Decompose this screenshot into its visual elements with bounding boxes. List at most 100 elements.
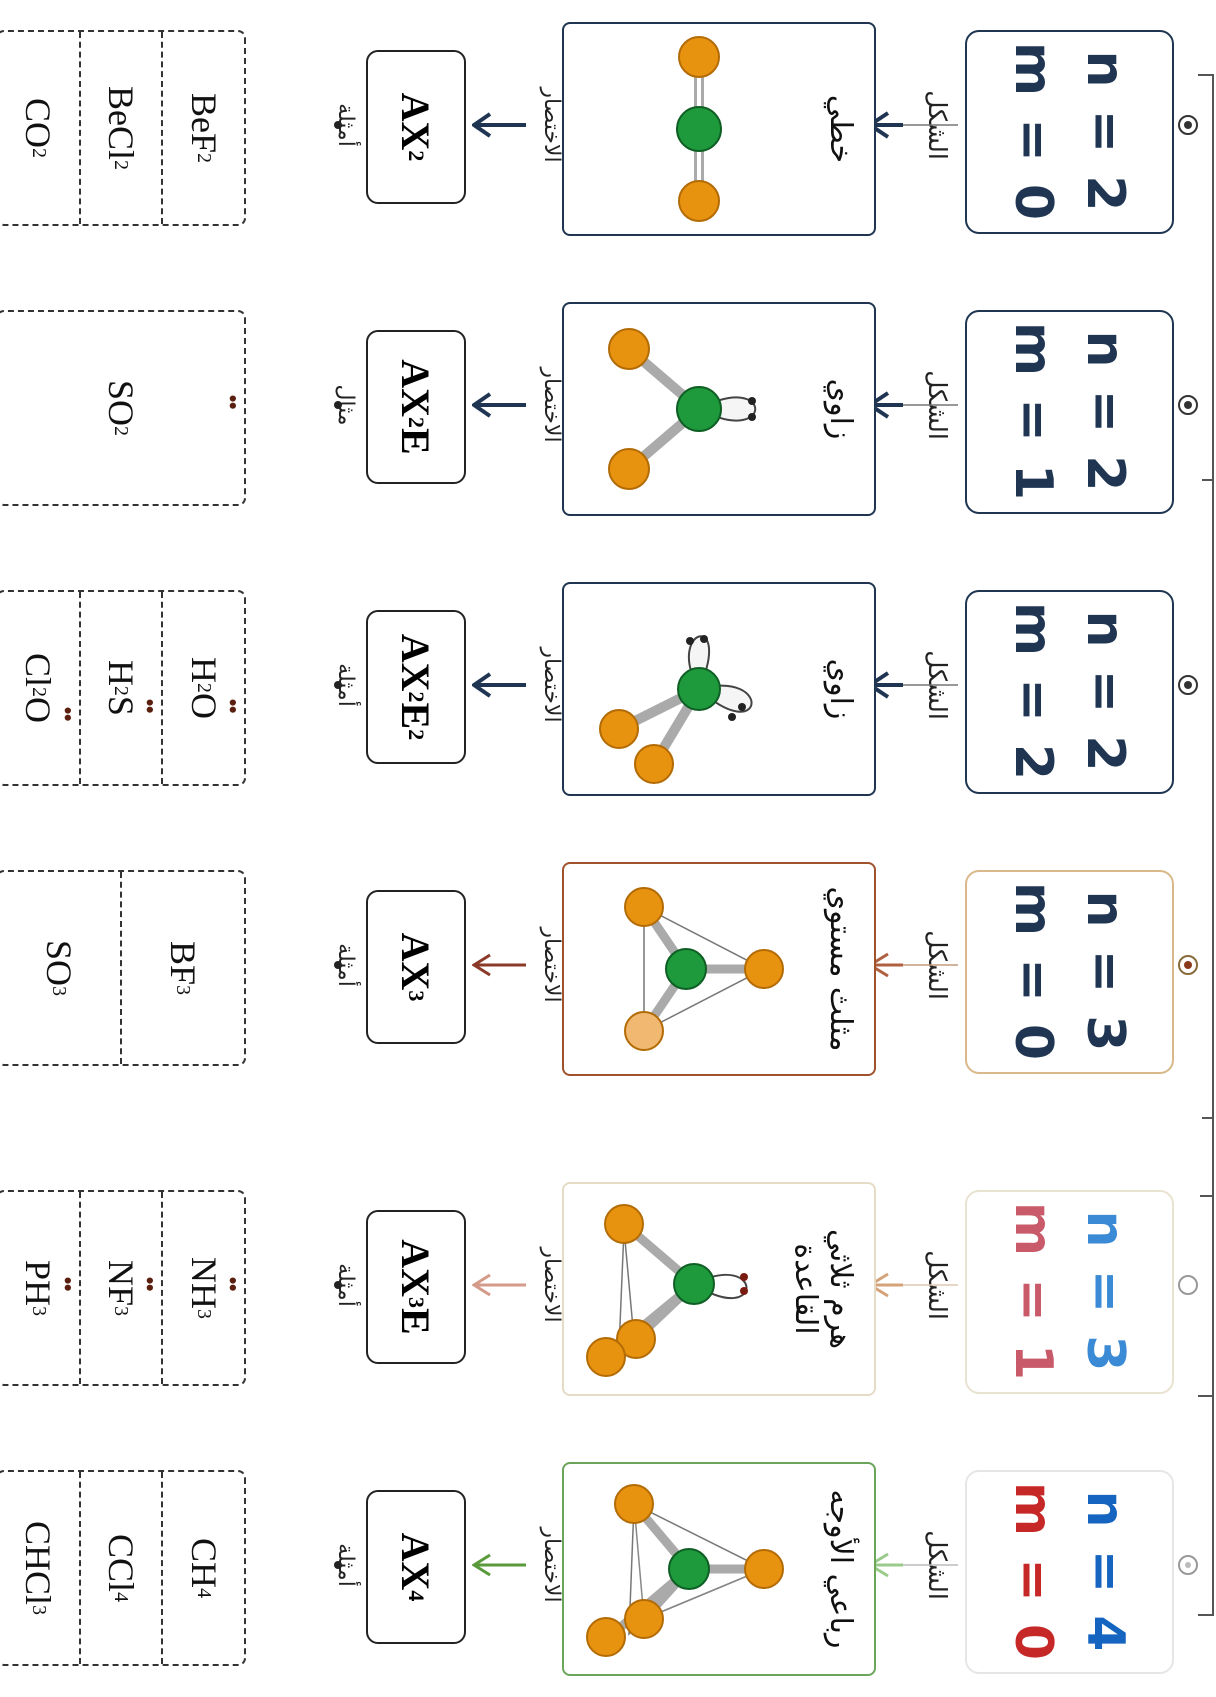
bullet-dot: [334, 961, 342, 969]
lone-pair-dots: ••: [52, 706, 82, 721]
nm-box: n = 3 m = 1: [965, 1190, 1174, 1394]
bullet-dot: [334, 1561, 342, 1569]
geometry-box: رباعي الأوجه: [562, 1462, 876, 1676]
bent-two-pairs-molecule-icon: [599, 635, 753, 784]
n-value: n = 4: [1075, 1490, 1136, 1654]
linear-molecule-icon: [676, 36, 722, 222]
column-tetrahedral: n = 4 m = 0 الشكل رباعي الأوجه الاختصا: [0, 1440, 1216, 1690]
geometry-name: زاوي: [823, 378, 858, 440]
down-arrow-icon: [868, 391, 958, 419]
lone-pair-dots: ••: [218, 394, 247, 409]
down-arrow-icon: [868, 1272, 958, 1298]
abbreviation-label: الاختصار: [539, 87, 564, 163]
lone-pair-dots: ••: [218, 1276, 247, 1291]
geometry-box: مثلث مستوي: [562, 862, 876, 1076]
n-value: n = 3: [1075, 890, 1136, 1054]
n-value: n = 2: [1075, 50, 1136, 214]
geometry-name: رباعي الأوجه: [823, 1489, 858, 1649]
down-arrow-icon: [472, 1553, 526, 1577]
down-arrow-icon: [472, 112, 526, 138]
geometry-box: هرم ثلاثي القاعدة: [562, 1182, 876, 1396]
lone-pair-dots: ••: [52, 1276, 82, 1291]
down-arrow-icon: [472, 392, 526, 418]
connector-node-icon: [1178, 1275, 1198, 1295]
bullet-dot: [334, 121, 342, 129]
connector-node-icon: [1178, 955, 1198, 975]
geometry-name: زاوي: [823, 658, 858, 720]
abbr-ax: AX: [393, 92, 439, 151]
abbreviation-label: الاختصار: [539, 367, 564, 443]
n-value: n = 3: [1075, 1210, 1136, 1374]
geometry-name: هرم ثلاثي القاعدة: [788, 1228, 858, 1350]
down-arrow-icon: [868, 671, 958, 699]
abbr-x-sub: 2: [404, 150, 429, 162]
n-value: n = 2: [1075, 330, 1136, 494]
column-trigonal-pyramidal: n = 3 m = 1 الشكل هرم ثلاثي القاعدة الاخ…: [0, 1160, 1216, 1410]
geometry-name: مثلث مستوي: [823, 886, 858, 1052]
trigonal-pyramidal-molecule-icon: [586, 1204, 748, 1377]
m-value: m = 1: [1003, 321, 1064, 503]
lone-pair-dots: ••: [135, 1276, 165, 1291]
geometry-box: خطي: [562, 22, 876, 236]
n-value: n = 2: [1075, 610, 1136, 774]
m-value: m = 0: [1003, 1481, 1064, 1663]
geometry-box: زاوي: [562, 302, 876, 516]
tetrahedral-molecule-icon: [586, 1484, 784, 1657]
column-trigonal-planar: n = 3 m = 0 الشكل مثلث مستوي الاختصار AX…: [0, 840, 1216, 1090]
bent-molecule-icon: [608, 328, 757, 490]
connector-node-icon: [1178, 675, 1198, 695]
abbreviation-label: الاختصار: [539, 647, 564, 723]
m-value: m = 0: [1003, 41, 1064, 223]
bullet-dot: [334, 1281, 342, 1289]
abbreviation-label: الاختصار: [539, 1247, 564, 1323]
geometry-name: خطي: [823, 94, 858, 164]
bullet-dot: [334, 681, 342, 689]
down-arrow-icon: [868, 952, 958, 978]
m-value: m = 1: [1003, 1201, 1064, 1383]
trigonal-planar-molecule-icon: [624, 887, 784, 1051]
m-value: m = 2: [1003, 601, 1064, 783]
connector-node-icon: [1178, 115, 1198, 135]
nm-box: n = 4 m = 0: [965, 1470, 1174, 1674]
geometry-box: زاوي: [562, 582, 876, 796]
connector-tree: [1198, 74, 1214, 1616]
abbreviation-label: الاختصار: [539, 927, 564, 1003]
down-arrow-icon: [472, 672, 526, 698]
lone-pair-dots: ••: [135, 698, 165, 713]
down-arrow-icon: [472, 1273, 526, 1297]
m-value: m = 0: [1003, 881, 1064, 1063]
nm-box: n = 2 m = 2: [965, 590, 1174, 794]
connector-node-icon: [1178, 395, 1198, 415]
connector-node-icon: [1178, 1555, 1198, 1575]
